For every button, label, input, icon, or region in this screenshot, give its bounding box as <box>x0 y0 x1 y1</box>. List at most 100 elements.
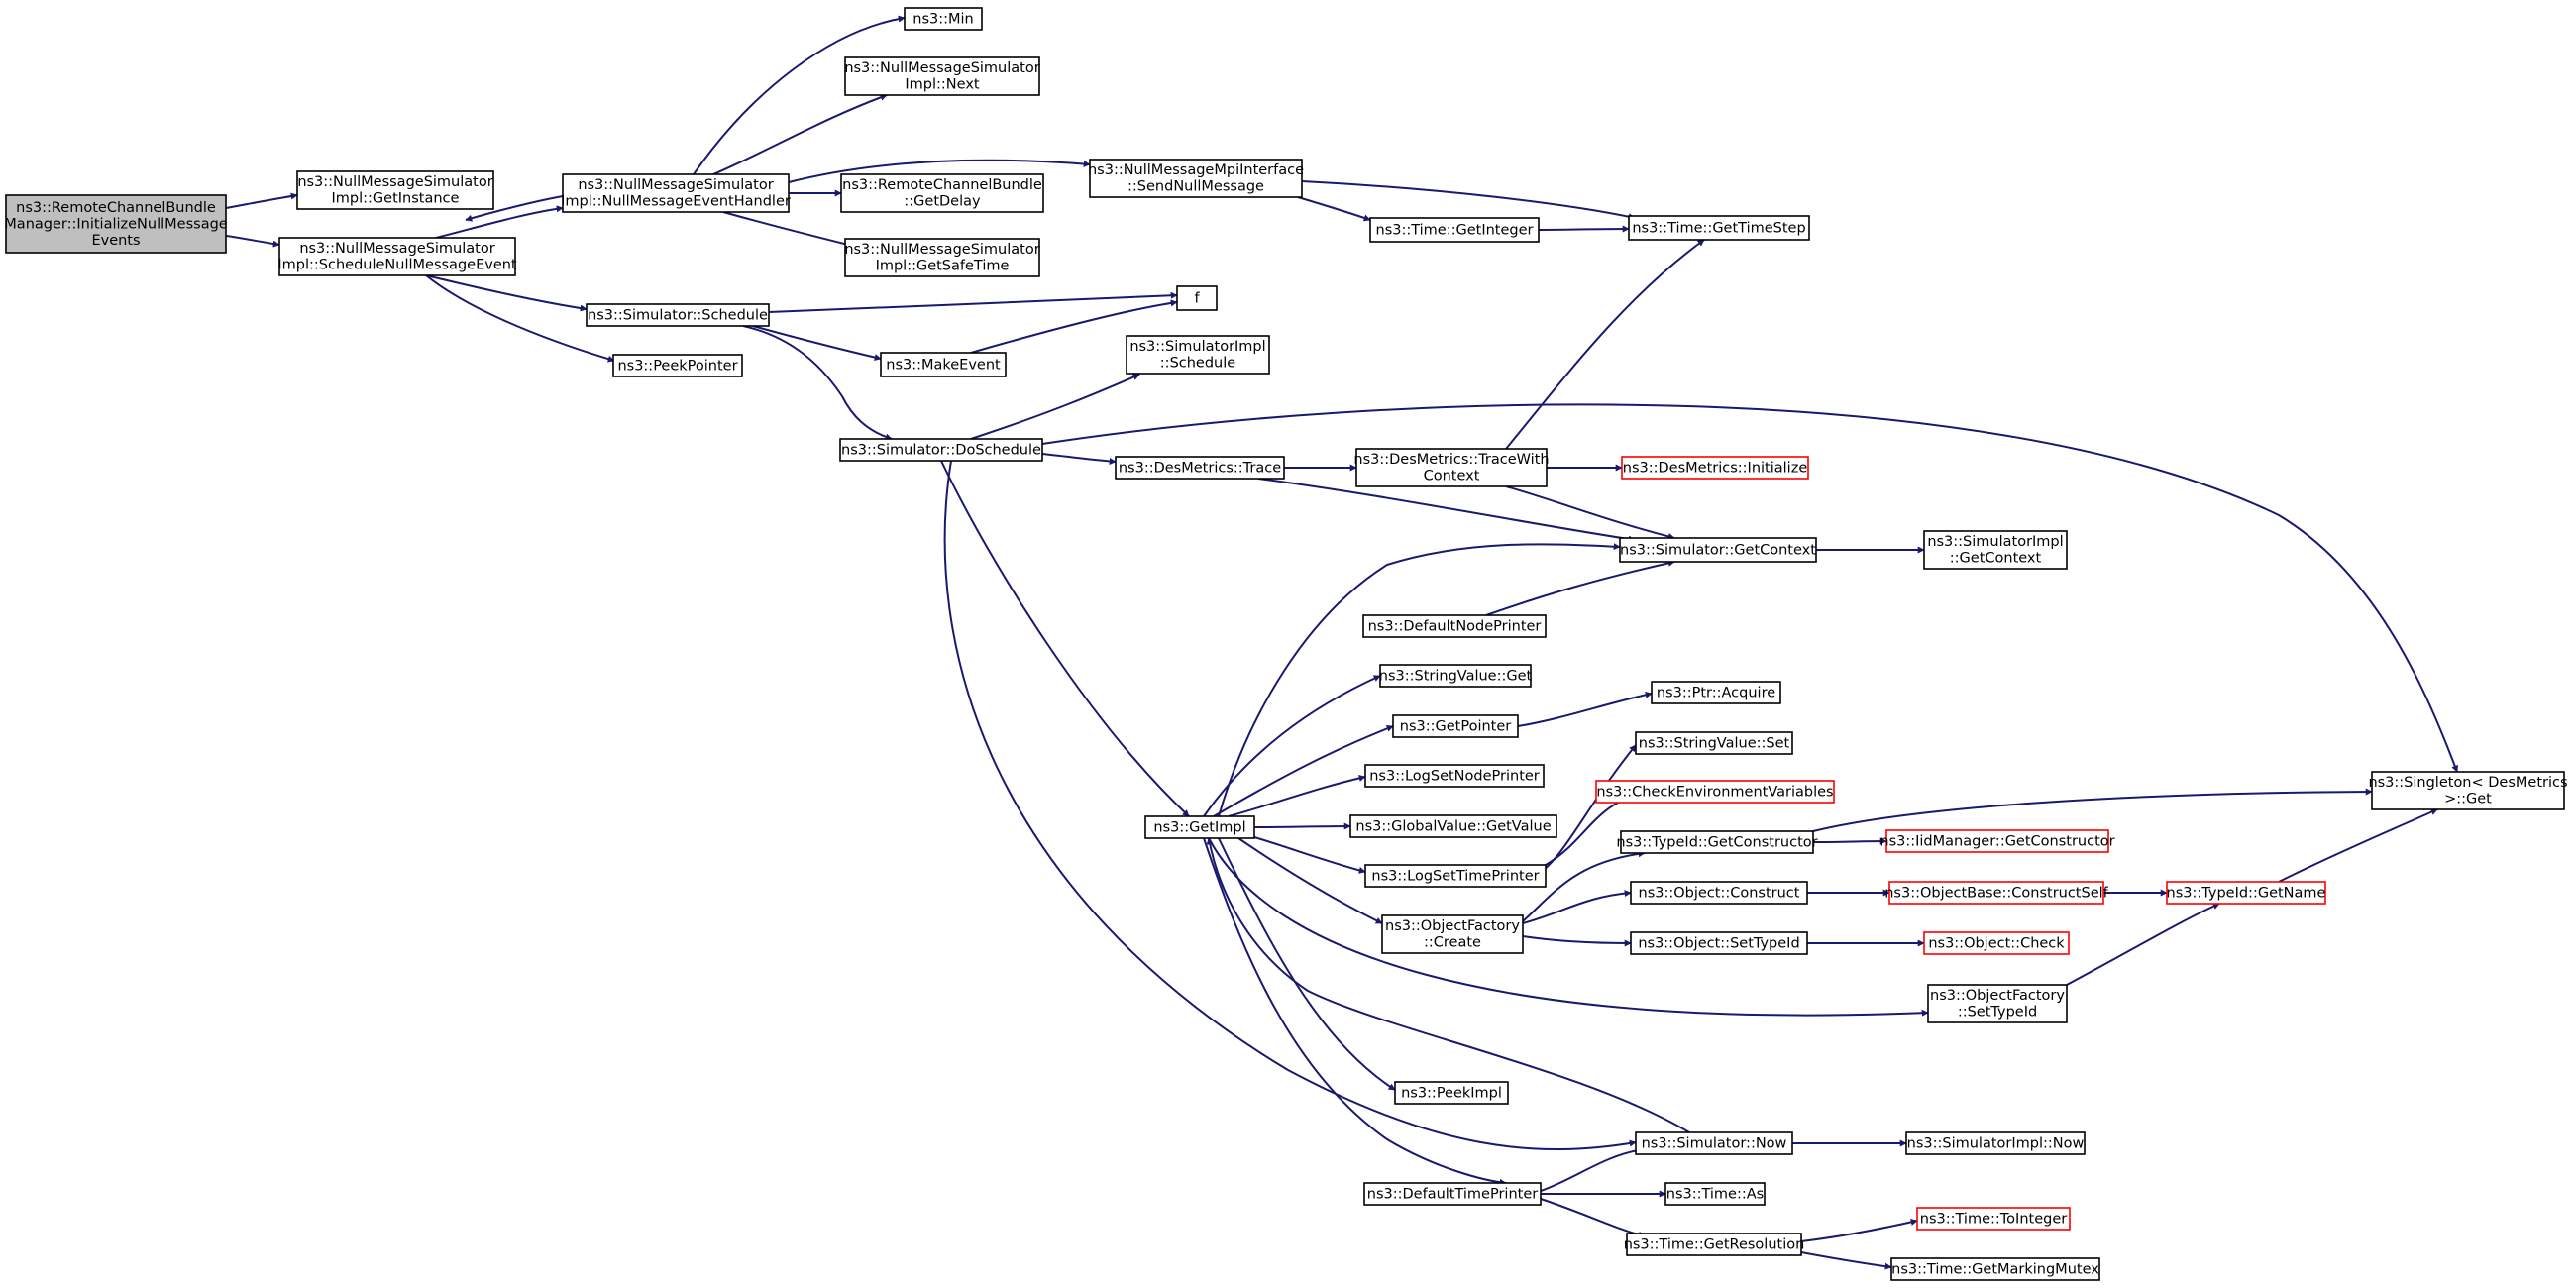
node-null-message-simulator-impl-get-instance[interactable]: ns3::NullMessageSimulatorImpl::GetInstan… <box>296 170 494 210</box>
node-simulator-impl-now[interactable]: ns3::SimulatorImpl::Now <box>1905 1131 2086 1155</box>
node-time-get-marking-mutex-box[interactable] <box>1890 1257 2100 1281</box>
node-null-message-simulator-impl-null-message-event-handler[interactable]: ns3::NullMessageSimulatorImpl::NullMessa… <box>561 173 791 213</box>
node-log-set-time-printer-box[interactable] <box>1364 864 1547 888</box>
node-simulator-impl-now-box[interactable] <box>1905 1131 2086 1155</box>
node-log-set-time-printer[interactable]: ns3::LogSetTimePrinter <box>1364 864 1547 888</box>
node-check-environment-variables-box[interactable] <box>1595 780 1835 804</box>
node-min-box[interactable] <box>904 7 983 31</box>
node-object-construct-box[interactable] <box>1630 881 1808 905</box>
node-time-to-integer-box[interactable] <box>1916 1207 2071 1231</box>
node-time-as-box[interactable] <box>1664 1182 1766 1206</box>
node-time-get-integer-box[interactable] <box>1369 217 1540 243</box>
node-simulator-impl-get-context[interactable]: ns3::SimulatorImpl::GetContext <box>1923 530 2068 570</box>
node-object-base-construct-self-box[interactable] <box>1888 881 2104 905</box>
node-global-value-get-value[interactable]: ns3::GlobalValue::GetValue <box>1349 814 1557 838</box>
node-des-metrics-initialize-box[interactable] <box>1621 456 1809 480</box>
node-object-check-box[interactable] <box>1923 931 2070 955</box>
node-remote-channel-bundle-manager-initialize-null-message-events[interactable]: ns3::RemoteChannelBundleManager::Initial… <box>4 194 228 254</box>
node-simulator-schedule-box[interactable] <box>586 303 770 327</box>
node-type-id-get-constructor-box[interactable] <box>1620 830 1814 854</box>
node-simulator-now-box[interactable] <box>1635 1131 1793 1155</box>
node-check-environment-variables[interactable]: ns3::CheckEnvironmentVariables <box>1595 780 1835 804</box>
node-simulator-do-schedule-box[interactable] <box>839 438 1043 462</box>
node-default-time-printer-box[interactable] <box>1363 1182 1542 1206</box>
node-simulator-impl-get-context-box[interactable] <box>1923 530 2068 570</box>
node-default-time-printer[interactable]: ns3::DefaultTimePrinter <box>1363 1182 1542 1206</box>
node-time-get-resolution[interactable]: ns3::Time::GetResolution <box>1624 1233 1805 1256</box>
node-remote-channel-bundle-manager-initialize-null-message-events-box[interactable] <box>5 194 227 254</box>
node-time-get-marking-mutex[interactable]: ns3::Time::GetMarkingMutex <box>1890 1257 2100 1281</box>
node-time-get-time-step[interactable]: ns3::Time::GetTimeStep <box>1628 215 1810 241</box>
node-iid-manager-get-constructor-box[interactable] <box>1885 829 2109 853</box>
node-peek-pointer-box[interactable] <box>612 354 743 377</box>
node-null-message-simulator-impl-null-message-event-handler-box[interactable] <box>562 173 790 213</box>
node-simulator-get-context[interactable]: ns3::Simulator::GetContext <box>1619 537 1817 563</box>
node-remote-channel-bundle-get-delay-box[interactable] <box>840 173 1044 213</box>
node-simulator-get-context-box[interactable] <box>1619 537 1817 563</box>
node-ptr-acquire[interactable]: ns3::Ptr::Acquire <box>1651 681 1781 704</box>
node-get-impl[interactable]: ns3::GetImpl <box>1144 815 1255 839</box>
node-make-event-box[interactable] <box>880 352 1007 377</box>
node-null-message-simulator-impl-schedule-null-message-event[interactable]: ns3::NullMessageSimulatorImpl::ScheduleN… <box>277 237 517 276</box>
node-string-value-get[interactable]: ns3::StringValue::Get <box>1379 664 1533 688</box>
node-f[interactable]: f <box>1176 285 1218 311</box>
node-time-get-resolution-box[interactable] <box>1626 1233 1802 1256</box>
node-time-get-time-step-box[interactable] <box>1628 215 1810 241</box>
node-simulator-schedule[interactable]: ns3::Simulator::Schedule <box>586 303 770 327</box>
node-null-message-simulator-impl-get-safe-time-box[interactable] <box>844 238 1040 277</box>
node-time-to-integer[interactable]: ns3::Time::ToInteger <box>1916 1207 2071 1231</box>
node-simulator-impl-schedule[interactable]: ns3::SimulatorImpl::Schedule <box>1126 335 1270 375</box>
node-string-value-get-box[interactable] <box>1379 664 1532 688</box>
node-type-id-get-name[interactable]: ns3::TypeId::GetName <box>2166 881 2326 905</box>
node-time-get-integer[interactable]: ns3::Time::GetInteger <box>1369 217 1540 243</box>
node-null-message-mpi-interface-send-null-message-box[interactable] <box>1089 159 1303 198</box>
node-null-message-mpi-interface-send-null-message[interactable]: ns3::NullMessageMpiInterface::SendNullMe… <box>1088 159 1304 198</box>
node-singleton-des-metrics-get-box[interactable] <box>2371 771 2565 810</box>
node-default-node-printer-box[interactable] <box>1362 614 1547 638</box>
node-singleton-des-metrics-get[interactable]: ns3::Singleton< DesMetrics >::Get <box>2368 771 2568 810</box>
node-object-factory-set-type-id[interactable]: ns3::ObjectFactory::SetTypeId <box>1927 984 2068 1023</box>
node-time-as[interactable]: ns3::Time::As <box>1664 1182 1766 1206</box>
node-object-factory-set-type-id-box[interactable] <box>1927 984 2068 1023</box>
node-object-factory-create[interactable]: ns3::ObjectFactory::Create <box>1381 914 1524 954</box>
node-log-set-node-printer-box[interactable] <box>1364 764 1545 788</box>
node-min[interactable]: ns3::Min <box>904 7 983 31</box>
node-get-pointer-box[interactable] <box>1392 714 1519 738</box>
node-log-set-node-printer[interactable]: ns3::LogSetNodePrinter <box>1364 764 1545 788</box>
node-string-value-set[interactable]: ns3::StringValue::Set <box>1635 731 1793 755</box>
node-default-node-printer[interactable]: ns3::DefaultNodePrinter <box>1362 614 1547 638</box>
node-peek-pointer[interactable]: ns3::PeekPointer <box>612 354 743 377</box>
node-get-impl-box[interactable] <box>1144 815 1255 839</box>
node-des-metrics-trace-box[interactable] <box>1115 456 1285 480</box>
node-peek-impl-box[interactable] <box>1394 1081 1509 1105</box>
node-null-message-simulator-impl-schedule-null-message-event-box[interactable] <box>278 237 516 276</box>
node-make-event[interactable]: ns3::MakeEvent <box>880 352 1007 377</box>
node-object-check[interactable]: ns3::Object::Check <box>1923 931 2070 955</box>
node-object-factory-create-box[interactable] <box>1381 914 1524 954</box>
node-des-metrics-trace[interactable]: ns3::DesMetrics::Trace <box>1115 456 1285 480</box>
node-des-metrics-initialize[interactable]: ns3::DesMetrics::Initialize <box>1621 456 1809 480</box>
node-global-value-get-value-box[interactable] <box>1349 814 1557 838</box>
node-object-base-construct-self[interactable]: ns3::ObjectBase::ConstructSelf <box>1884 881 2109 905</box>
node-null-message-simulator-impl-get-safe-time[interactable]: ns3::NullMessageSimulatorImpl::GetSafeTi… <box>844 238 1040 277</box>
node-remote-channel-bundle-get-delay[interactable]: ns3::RemoteChannelBundle::GetDelay <box>840 173 1044 213</box>
node-object-set-type-id[interactable]: ns3::Object::SetTypeId <box>1630 931 1808 955</box>
node-iid-manager-get-constructor[interactable]: ns3::IidManager::GetConstructor <box>1879 829 2115 853</box>
node-object-construct[interactable]: ns3::Object::Construct <box>1630 881 1808 905</box>
node-type-id-get-constructor[interactable]: ns3::TypeId::GetConstructor <box>1616 830 1818 854</box>
node-object-set-type-id-box[interactable] <box>1630 931 1808 955</box>
node-null-message-simulator-impl-get-instance-box[interactable] <box>296 170 494 210</box>
node-peek-impl[interactable]: ns3::PeekImpl <box>1394 1081 1509 1105</box>
node-null-message-simulator-impl-next-box[interactable] <box>844 56 1040 96</box>
node-type-id-get-name-box[interactable] <box>2166 881 2326 905</box>
node-des-metrics-trace-with-context-box[interactable] <box>1355 448 1548 487</box>
node-f-box[interactable] <box>1176 285 1218 311</box>
node-simulator-do-schedule[interactable]: ns3::Simulator::DoSchedule <box>839 438 1043 462</box>
node-simulator-impl-schedule-box[interactable] <box>1126 335 1270 375</box>
node-string-value-set-box[interactable] <box>1635 731 1793 755</box>
node-simulator-now[interactable]: ns3::Simulator::Now <box>1635 1131 1793 1155</box>
node-ptr-acquire-box[interactable] <box>1651 681 1781 704</box>
node-get-pointer[interactable]: ns3::GetPointer <box>1392 714 1519 738</box>
